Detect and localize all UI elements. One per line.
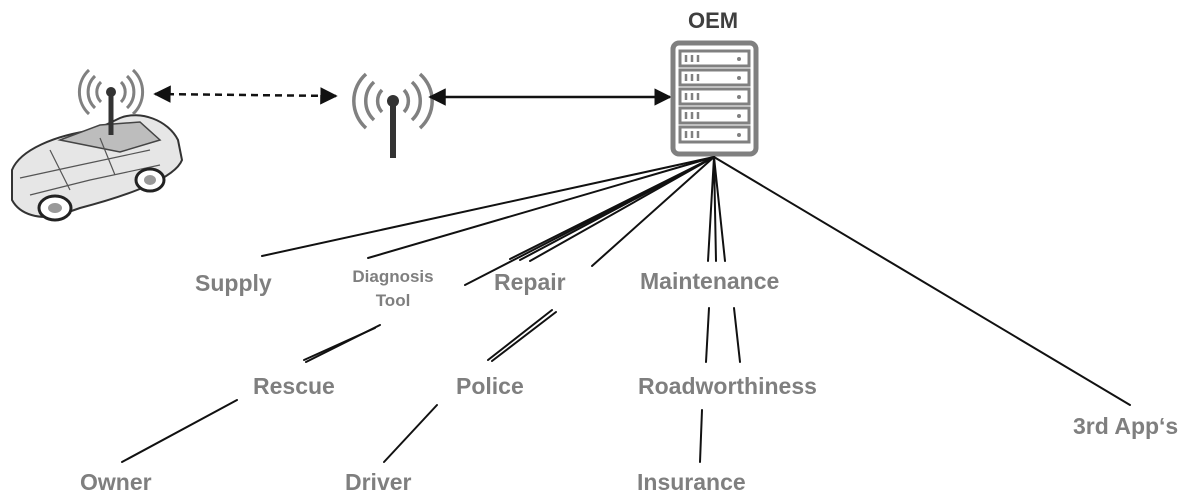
label-insurance: Insurance	[637, 469, 746, 495]
oem-label: OEM	[688, 8, 739, 33]
radio-tower-icon	[352, 72, 434, 158]
label-maintenance: Maintenance	[640, 268, 780, 294]
label-3rd-apps: 3rd App‘s	[1073, 413, 1179, 439]
line-rescue-b	[305, 324, 381, 363]
line-police-top	[591, 156, 715, 267]
oem-connection-lines	[121, 156, 1131, 463]
line-3rd-apps	[713, 156, 1131, 406]
label-diagnosis-tool: Diagnosis Tool	[337, 265, 449, 313]
line-driver	[383, 404, 438, 463]
label-repair: Repair	[494, 269, 566, 295]
label-owner: Owner	[80, 469, 152, 495]
line-diagnosis	[367, 156, 715, 259]
label-police: Police	[456, 373, 524, 399]
server-rack-icon	[670, 40, 759, 157]
line-rescue-top	[464, 156, 715, 286]
label-supply: Supply	[195, 270, 272, 296]
wireless-antenna-icon	[77, 68, 145, 135]
line-maint-a	[707, 156, 715, 262]
label-diagnosis-line1: Diagnosis	[352, 267, 434, 286]
line-supply	[261, 156, 715, 257]
line-repair-c	[529, 156, 715, 262]
line-maint-b	[713, 156, 717, 262]
line-maint-c	[713, 156, 726, 262]
line-owner	[121, 399, 238, 463]
label-roadworthiness: Roadworthiness	[638, 373, 817, 399]
line-road-a	[705, 307, 710, 363]
line-road-b	[733, 307, 741, 363]
label-driver: Driver	[345, 469, 412, 495]
line-police-b	[491, 311, 557, 362]
line-insurance	[699, 409, 703, 463]
label-rescue: Rescue	[253, 373, 335, 399]
car-tower-link	[153, 85, 338, 105]
label-diagnosis-line2: Tool	[375, 291, 411, 310]
line-police-a	[487, 309, 553, 361]
connected-car-icon	[11, 114, 184, 222]
